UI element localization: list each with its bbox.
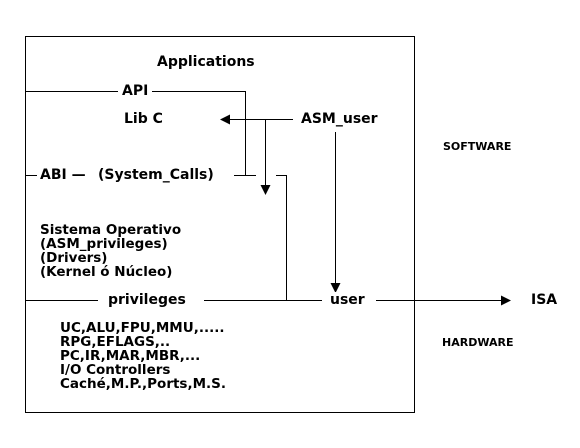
os-line: Sistema Operativo	[40, 222, 182, 238]
lib-c-label: Lib C	[124, 111, 163, 127]
user-label: user	[330, 292, 365, 308]
abi-label: ABI —	[40, 167, 86, 183]
hw-line: PC,IR,MAR,MBR,...	[60, 348, 201, 364]
os-line: (ASM_privileges)	[40, 236, 168, 252]
hardware-block: UC,ALU,FPU,MMU,..... RPG,EFLAGS,.. PC,IR…	[60, 321, 226, 391]
asm-user-label: ASM_user	[301, 111, 378, 127]
hw-line: UC,ALU,FPU,MMU,.....	[60, 320, 225, 336]
os-line: (Kernel ó Núcleo)	[40, 264, 173, 280]
hw-line: I/O Controllers	[60, 362, 171, 378]
privileges-label: privileges	[108, 292, 186, 308]
os-line: (Drivers)	[40, 250, 108, 266]
applications-label: Applications	[157, 54, 255, 70]
api-label: API	[120, 83, 151, 99]
hw-line: RPG,EFLAGS,..	[60, 334, 171, 350]
hardware-label: HARDWARE	[442, 336, 514, 349]
hw-line: Caché,M.P.,Ports,M.S.	[60, 376, 227, 392]
isa-label: ISA	[531, 292, 558, 308]
system-calls-label: (System_Calls)	[98, 167, 214, 183]
software-label: SOFTWARE	[443, 140, 512, 153]
outer-frame	[25, 36, 415, 413]
os-block: Sistema Operativo (ASM_privileges) (Driv…	[40, 223, 181, 279]
